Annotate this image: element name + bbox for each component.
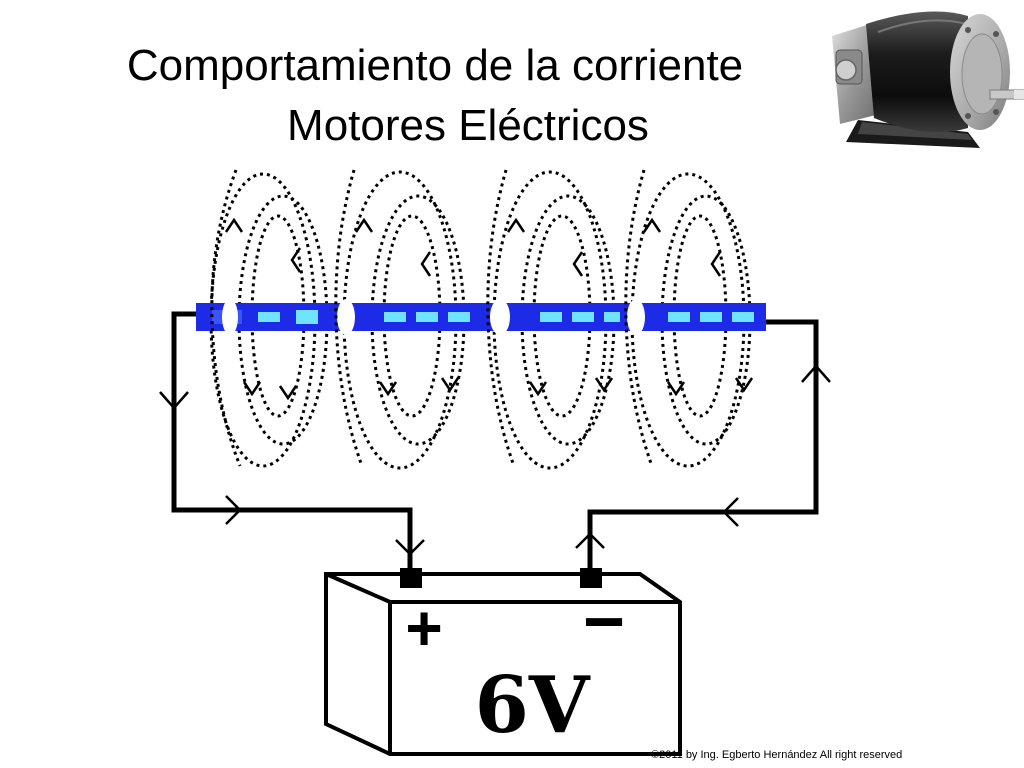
slide-title: Comportamiento de la corriente Motores E…	[0, 36, 870, 156]
title-line-1: Comportamiento de la corriente	[126, 41, 744, 90]
circuit-wires	[171, 311, 819, 572]
electric-motor-icon	[832, 11, 1024, 148]
negative-sign: −	[583, 582, 625, 662]
copyright-notice: ©2011 by Ing. Egberto Hernández All righ…	[651, 749, 903, 761]
positive-terminal-post	[400, 568, 422, 588]
circuit-diagram: + − 6V	[159, 169, 831, 756]
battery-voltage-label: 6V	[475, 660, 591, 751]
battery: + − 6V	[324, 568, 682, 756]
negative-terminal-post	[580, 568, 602, 588]
positive-sign: +	[405, 592, 442, 664]
current-arrows	[159, 364, 831, 556]
title-line-2: Motores Eléctricos	[287, 101, 649, 150]
field-arrows	[224, 217, 754, 401]
field-lines-front	[210, 169, 654, 467]
conductor-bar	[196, 299, 766, 335]
